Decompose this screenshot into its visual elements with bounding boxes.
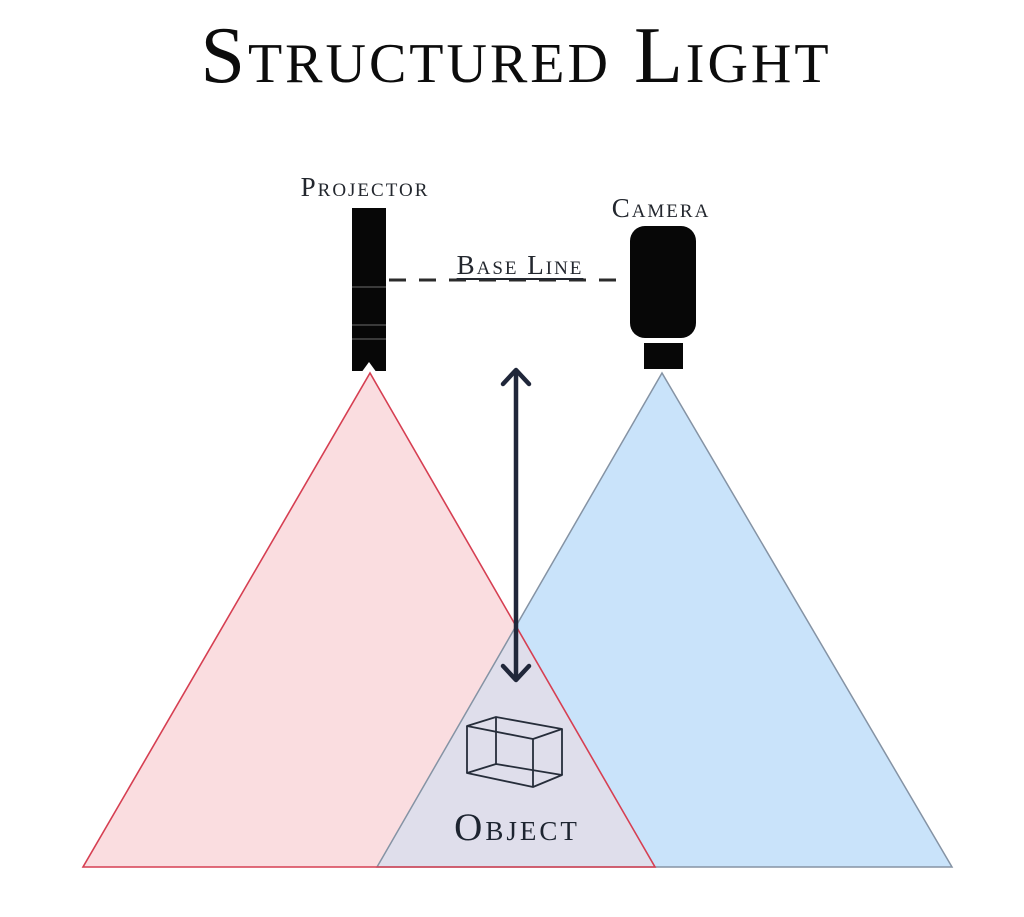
projector-label: Projector [300, 172, 430, 202]
object-wireframe-box-icon [466, 716, 563, 788]
cone-overlap-region [377, 625, 655, 867]
projector-cone-outline [81, 371, 657, 868]
camera-cone-outline [375, 371, 954, 868]
page-title: Structured Light [200, 12, 832, 100]
object-label: Object [454, 806, 580, 849]
distance-arrow-icon [500, 367, 532, 683]
projector-icon [352, 208, 386, 372]
camera-label: Camera [611, 193, 711, 223]
camera-icon [630, 226, 696, 369]
baseline-label: Base Line [456, 250, 584, 280]
projector-lens-notch [362, 362, 376, 372]
